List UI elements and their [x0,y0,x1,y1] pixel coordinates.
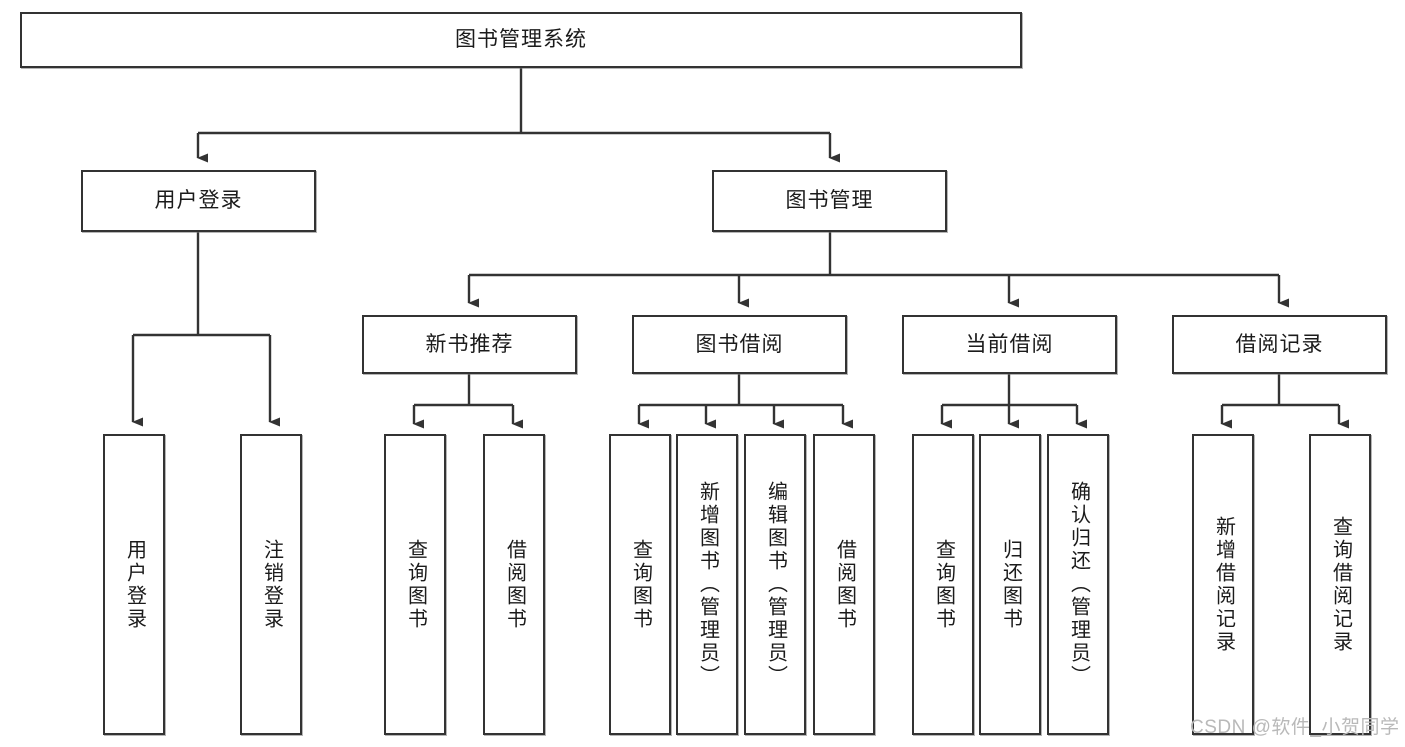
node-label: 图书管理 [785,189,874,213]
leaf-borrow-record-query-record[interactable]: 查询借阅记录 [1309,434,1371,735]
node-label: 确认归还（管理员） [1067,481,1090,688]
node-label: 图书管理系统 [455,28,587,52]
node-label: 借阅记录 [1235,332,1324,356]
node-book-borrow[interactable]: 图书借阅 [632,315,847,374]
node-label: 借阅图书 [503,538,526,631]
node-label: 图书借阅 [695,332,784,356]
node-label: 借阅图书 [833,538,856,631]
leaf-book-borrow-borrow-book[interactable]: 借阅图书 [813,434,875,735]
node-label: 当前借阅 [965,332,1054,356]
node-label: 新增借阅记录 [1212,515,1235,654]
node-label: 编辑图书（管理员） [764,481,787,688]
node-borrow-record[interactable]: 借阅记录 [1172,315,1387,374]
node-label: 新书推荐 [425,332,514,356]
node-label: 查询图书 [404,538,427,631]
leaf-book-borrow-add-book-admin[interactable]: 新增图书（管理员） [676,434,738,735]
leaf-user-login-login[interactable]: 用户登录 [103,434,165,735]
leaf-book-borrow-query-book[interactable]: 查询图书 [609,434,671,735]
node-current-borrow[interactable]: 当前借阅 [902,315,1117,374]
node-label: 归还图书 [999,538,1022,631]
node-label: 查询图书 [629,538,652,631]
node-label: 查询图书 [932,538,955,631]
node-label: 注销登录 [260,538,283,631]
node-label: 查询借阅记录 [1329,515,1352,654]
leaf-current-borrow-confirm-return-admin[interactable]: 确认归还（管理员） [1047,434,1109,735]
node-book-management[interactable]: 图书管理 [712,170,947,232]
leaf-borrow-record-add-record[interactable]: 新增借阅记录 [1192,434,1254,735]
node-user-login[interactable]: 用户登录 [81,170,316,232]
leaf-new-book-borrow-book[interactable]: 借阅图书 [483,434,545,735]
leaf-new-book-query-book[interactable]: 查询图书 [384,434,446,735]
node-new-book-recommend[interactable]: 新书推荐 [362,315,577,374]
node-root-system[interactable]: 图书管理系统 [20,12,1022,68]
leaf-current-borrow-return-book[interactable]: 归还图书 [979,434,1041,735]
csdn-watermark: CSDN @软件_小贺同学 [1190,717,1400,738]
leaf-current-borrow-query-book[interactable]: 查询图书 [912,434,974,735]
leaf-user-login-logout[interactable]: 注销登录 [240,434,302,735]
node-label: 用户登录 [154,189,243,213]
node-label: 新增图书（管理员） [696,481,719,688]
node-label: 用户登录 [123,538,146,631]
leaf-book-borrow-edit-book-admin[interactable]: 编辑图书（管理员） [744,434,806,735]
